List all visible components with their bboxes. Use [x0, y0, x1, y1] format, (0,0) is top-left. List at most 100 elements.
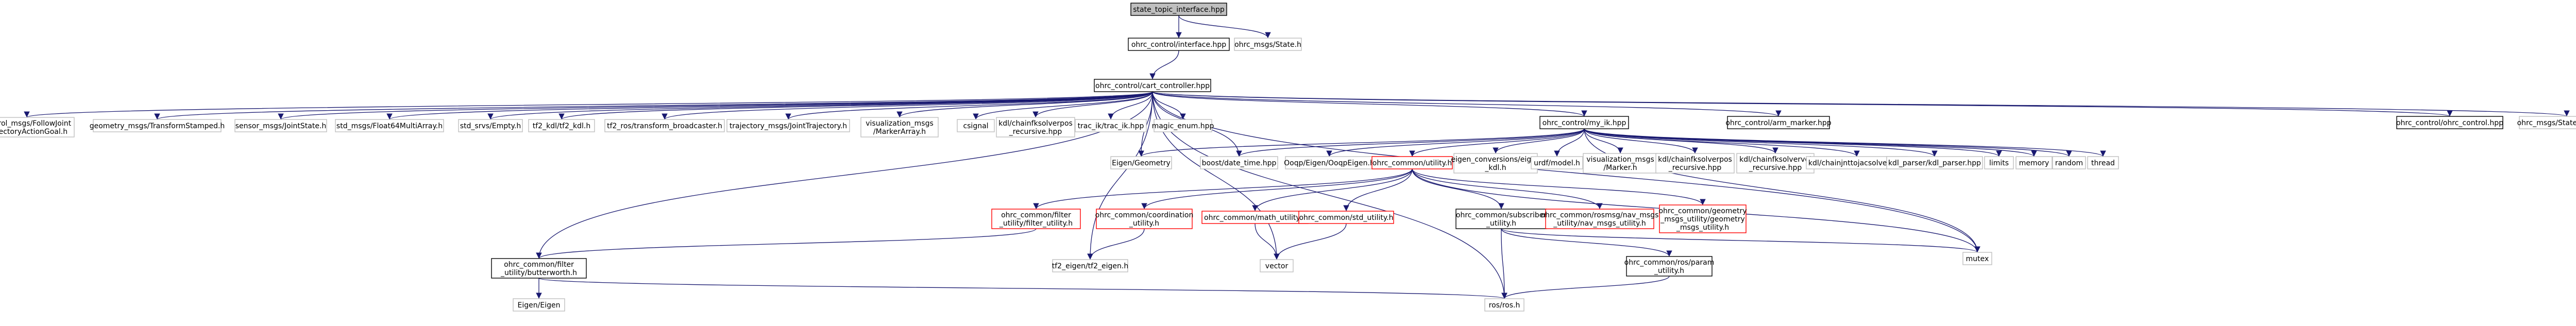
- node-label: _utility/nav_msgs_utility.h: [1553, 219, 1646, 228]
- node-n43[interactable]: ohrc_common/filter_utility/butterworth.h: [491, 258, 587, 279]
- edge-n3-n19: [1152, 91, 2452, 117]
- node-box: [604, 119, 725, 132]
- node-n19[interactable]: ohrc_control/ohrc_control.hpp: [2396, 116, 2503, 129]
- edge-n3-n16: [1152, 91, 1186, 120]
- node-label: Ooqp/Eigen/OoqpEigen.h: [1284, 159, 1375, 167]
- node-n37[interactable]: ohrc_common/coordination_utility.h: [1095, 209, 1194, 229]
- node-label: Eigen/Eigen: [518, 301, 561, 310]
- node-label: csignal: [963, 122, 988, 130]
- node-label: ohrc_control/interface.hpp: [1131, 41, 1226, 49]
- edge-n24-n38: [1252, 168, 1413, 212]
- node-box: [1583, 153, 1658, 174]
- node-box: [0, 117, 75, 138]
- node-label: kdl/chainfksolvervel: [1739, 156, 1811, 164]
- node-n44: tf2_eigen/tf2_eigen.h: [1052, 259, 1128, 272]
- node-n32: limits: [1984, 156, 2014, 169]
- edge-n3-n17: [1152, 91, 1587, 117]
- edge-n17-n28: [1584, 128, 1698, 154]
- node-label: ohrc_common/coordination: [1095, 211, 1194, 219]
- edge-n17-n27: [1584, 128, 1623, 154]
- node-n36[interactable]: ohrc_common/filter_utility/filter_utilit…: [991, 209, 1081, 229]
- edge-n43-n49: [538, 278, 1507, 299]
- node-box: [1484, 298, 1524, 312]
- node-label: ohrc_control/cart_controller.hpp: [1095, 82, 1210, 90]
- node-label: std_srvs/Empty.h: [460, 122, 521, 130]
- node-label: ohrc_common/math_utility.h: [1204, 214, 1306, 222]
- edge-n17-n22: [1236, 128, 1585, 157]
- node-box: [1260, 259, 1294, 272]
- node-box: [860, 117, 939, 138]
- edge-n17-n23: [1326, 128, 1585, 157]
- node-box: [1626, 256, 1713, 277]
- node-n17[interactable]: ohrc_control/my_ik.hpp: [1539, 116, 1629, 129]
- node-n40[interactable]: ohrc_common/subscriber_utility.h: [1455, 209, 1547, 229]
- node-n42[interactable]: ohrc_common/geometry_msgs_utility/geomet…: [1658, 204, 1747, 233]
- node-label: magic_enum.hpp: [1152, 122, 1214, 130]
- node-n1[interactable]: ohrc_control/interface.hpp: [1128, 38, 1230, 51]
- edge-n3-n9: [558, 91, 1153, 120]
- edge-n24-n39: [1343, 168, 1413, 212]
- edge-n40-n47: [1501, 228, 1980, 253]
- node-n8: std_srvs/Empty.h: [458, 119, 523, 132]
- node-n38[interactable]: ohrc_common/math_utility.h: [1201, 211, 1309, 224]
- node-n5: geometry_msgs/TransformStamped.h: [90, 119, 225, 132]
- node-n25: eigen_conversions/eigen_kdl.h: [1451, 153, 1540, 174]
- edge-n3-n12: [896, 91, 1153, 118]
- edge-n39-n45: [1274, 223, 1347, 260]
- node-n10: tf2_ros/transform_broadcaster.h: [604, 119, 725, 132]
- node-label: urdf/model.h: [1534, 159, 1580, 167]
- node-label: kdl/chainfksolverpos: [998, 119, 1073, 128]
- node-label: _utility.h: [1486, 219, 1516, 228]
- node-box: [957, 119, 995, 132]
- node-n31: kdl_parser/kdl_parser.hpp: [1886, 156, 1983, 169]
- node-label: eigen_conversions/eigen: [1451, 156, 1540, 164]
- node-box: [1110, 156, 1172, 169]
- node-label: tf2_eigen/tf2_eigen.h: [1052, 262, 1128, 270]
- node-n39[interactable]: ohrc_common/std_utility.h: [1298, 211, 1394, 224]
- node-label: ohrc_msgs/State.h: [1234, 41, 1301, 49]
- node-label: tf2_ros/transform_broadcaster.h: [607, 122, 722, 130]
- node-label: control_msgs/FollowJoint: [0, 119, 72, 128]
- edge-n17-n30: [1584, 128, 1860, 157]
- edge-n1-n3: [1149, 50, 1179, 80]
- node-box: [1075, 119, 1147, 132]
- node-label: _utility.h: [1129, 219, 1159, 228]
- edge-n0-n2: [1178, 15, 1271, 39]
- edge-n17-n24: [1409, 128, 1585, 157]
- node-box: [1096, 209, 1193, 229]
- node-label: ohrc_common/std_utility.h: [1299, 214, 1393, 222]
- node-n24[interactable]: ohrc_common/utility.h: [1371, 156, 1453, 169]
- node-box: [1094, 79, 1211, 92]
- edge-n37-n44: [1087, 228, 1145, 260]
- node-n46[interactable]: ohrc_common/ros/param_utility.h: [1624, 256, 1715, 277]
- node-n41[interactable]: ohrc_common/rosmsg/nav_msgs_utility/nav_…: [1541, 209, 1659, 229]
- node-label: ohrc_common/geometry: [1658, 207, 1747, 215]
- node-n7: std_msgs/Float64MultiArray.h: [335, 119, 444, 132]
- node-box: [1298, 211, 1394, 224]
- node-box: [491, 258, 587, 279]
- edge-n46-n49: [1501, 276, 1670, 299]
- node-n18[interactable]: ohrc_control/arm_marker.hpp: [1725, 116, 1832, 129]
- node-n15: trac_ik/trac_ik.hpp: [1075, 119, 1147, 132]
- node-n34: random: [2052, 156, 2086, 169]
- node-box: [996, 117, 1075, 138]
- node-box: [1128, 38, 1230, 51]
- node-box: [93, 119, 222, 132]
- node-label: _recursive.hpp: [1668, 164, 1722, 172]
- node-label: trac_ik/trac_ik.hpp: [1078, 122, 1144, 130]
- node-box: [513, 298, 565, 312]
- node-n0[interactable]: state_topic_interface.hpp: [1130, 3, 1227, 16]
- node-label: geometry_msgs/TransformStamped.h: [90, 122, 225, 130]
- edge-n36-n43: [536, 228, 1037, 259]
- edge-n3-n49: [1152, 91, 1507, 299]
- node-label: boost/date_time.hpp: [1202, 159, 1277, 167]
- node-n12: visualization_msgs/MarkerArray.h: [860, 117, 939, 138]
- edge-n24-n42: [1412, 168, 1706, 205]
- node-box: [1539, 116, 1629, 129]
- node-n3[interactable]: ohrc_control/cart_controller.hpp: [1094, 79, 1211, 92]
- node-box: [1962, 252, 1992, 265]
- edge-n17-n32: [1584, 128, 2002, 157]
- edge-n40-n46: [1501, 228, 1672, 257]
- node-box: [1453, 153, 1538, 174]
